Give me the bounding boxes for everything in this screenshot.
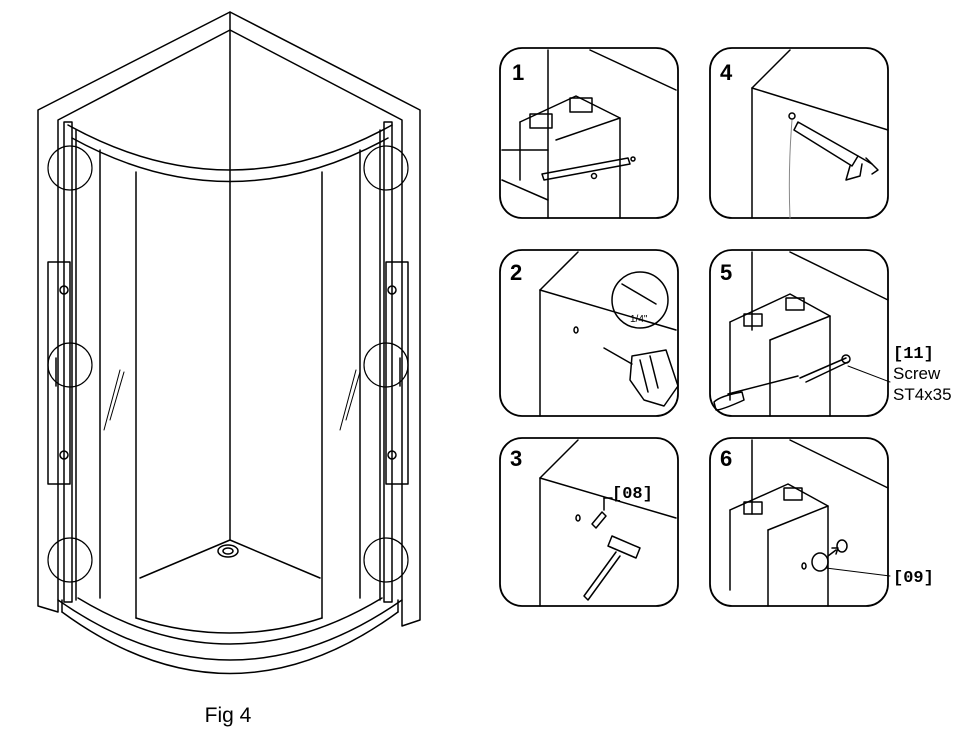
step-1-panel: 1 <box>499 47 679 219</box>
part-code-11: [11] <box>893 345 934 364</box>
step-6-panel: [09] 6 <box>709 437 934 607</box>
figure-caption: Fig 4 <box>205 704 252 727</box>
part-code-09: [09] <box>893 569 934 588</box>
step-5-panel: 5 [11] Screw ST4x35 <box>709 249 952 417</box>
part-code-08: [08] <box>612 485 653 504</box>
step-number: 2 <box>510 260 522 285</box>
shower-enclosure-drawing <box>37 11 421 675</box>
step-number: 6 <box>720 446 732 471</box>
step-4-panel: 4 <box>709 47 889 219</box>
step-3-panel: [08] 3 <box>499 437 679 607</box>
part-size: ST4x35 <box>893 385 952 404</box>
drill-bit-size: 1/4" <box>630 314 648 325</box>
step-2-panel: 1/4" 2 <box>499 249 679 417</box>
step-number: 3 <box>510 446 522 471</box>
part-name-screw: Screw <box>893 364 941 383</box>
step-number: 5 <box>720 260 732 285</box>
step-number: 4 <box>720 60 733 85</box>
step-number: 1 <box>512 60 524 85</box>
